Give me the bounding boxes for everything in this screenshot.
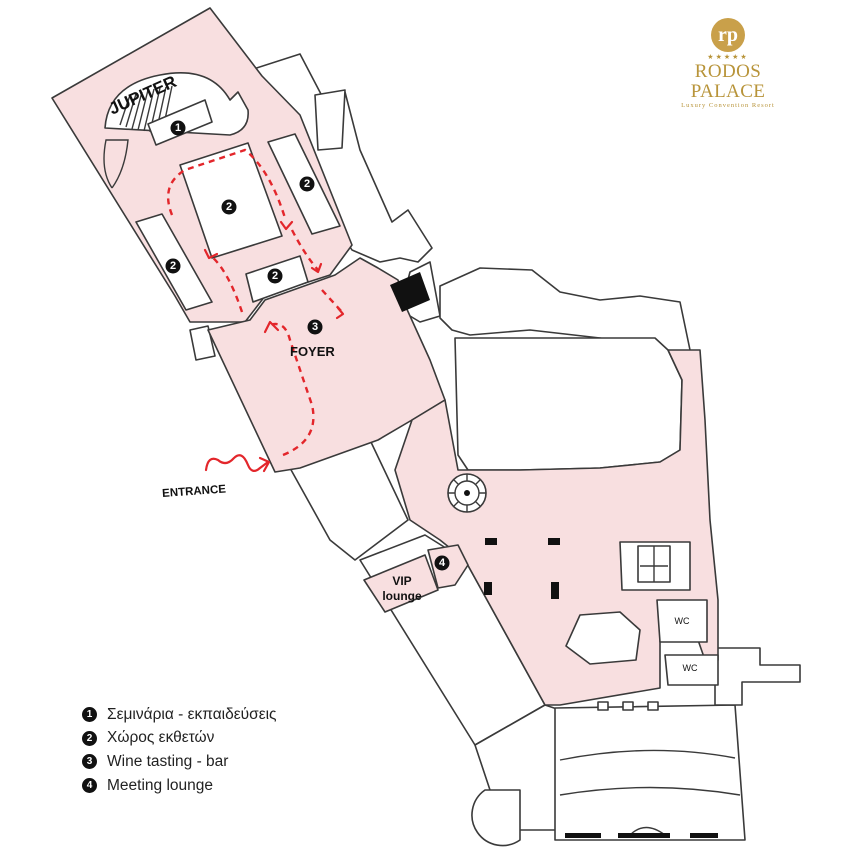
marker-meeting-lounge[interactable]: 4 xyxy=(434,555,450,571)
wc-label-upper: WC xyxy=(675,616,690,626)
legend-item-meeting-lounge: 4 Meeting lounge xyxy=(82,774,277,798)
logo-stars: ★★★★★ xyxy=(707,54,749,61)
legend-marker: 3 xyxy=(82,754,97,770)
marker-exhibitors-left[interactable]: 2 xyxy=(165,258,181,274)
legend-label: Χώρος εκθετών xyxy=(107,729,215,747)
svg-text:2: 2 xyxy=(170,260,176,272)
wc-rooms xyxy=(656,599,719,686)
marker-exhibitors-right[interactable]: 2 xyxy=(299,176,315,192)
marker-seminars[interactable]: 1 xyxy=(170,120,186,136)
logo-emblem: rp xyxy=(711,18,745,52)
legend-marker: 4 xyxy=(82,778,97,794)
svg-text:4: 4 xyxy=(439,557,446,569)
black-stair-block xyxy=(390,272,430,312)
route-arrow-icon xyxy=(203,220,345,334)
visitor-route xyxy=(167,148,345,457)
legend-item-seminars: 1 Σεμινάρια - εκπαιδεύσεις xyxy=(82,703,277,727)
legend-label: Wine tasting - bar xyxy=(107,752,229,770)
svg-text:2: 2 xyxy=(272,270,278,282)
entrance-label: ENTRANCE xyxy=(162,483,227,499)
exit-arrow-icon xyxy=(204,454,271,473)
legend-label: Meeting lounge xyxy=(107,776,213,794)
legend-item-wine-tasting: 3 Wine tasting - bar xyxy=(82,750,277,774)
svg-text:3: 3 xyxy=(312,321,318,333)
svg-text:2: 2 xyxy=(226,201,232,213)
logo-tagline: Luxury Convention Resort xyxy=(681,102,775,109)
spiral-staircase-icon xyxy=(447,473,487,513)
marker-exhibitors-center[interactable]: 2 xyxy=(221,199,237,215)
svg-text:2: 2 xyxy=(304,178,310,190)
staircase-icon xyxy=(119,85,173,135)
legend-item-exhibitors: 2 Χώρος εκθετών xyxy=(82,727,277,751)
svg-text:1: 1 xyxy=(175,122,181,134)
rodos-palace-logo: rp ★★★★★ RODOS PALACE Luxury Convention … xyxy=(655,18,801,110)
bar-counter xyxy=(565,611,641,665)
column-icon xyxy=(484,538,560,599)
foyer-label: FOYER xyxy=(290,344,335,359)
legend-marker: 2 xyxy=(82,730,97,746)
marker-exhibitors-bottom[interactable]: 2 xyxy=(267,268,283,284)
map-legend: 1 Σεμινάρια - εκπαιδεύσεις 2 Χώρος εκθετ… xyxy=(82,703,277,797)
wc-label-lower: WC xyxy=(683,663,698,673)
logo-name: RODOS PALACE xyxy=(690,61,766,102)
staircase-block xyxy=(619,541,691,591)
legend-label: Σεμινάρια - εκπαιδεύσεις xyxy=(107,705,277,723)
vip-label-line1: VIP xyxy=(392,574,411,588)
marker-wine-bar[interactable]: 3 xyxy=(307,319,323,335)
vip-label-line2: lounge xyxy=(382,589,422,603)
legend-marker: 1 xyxy=(82,707,97,723)
